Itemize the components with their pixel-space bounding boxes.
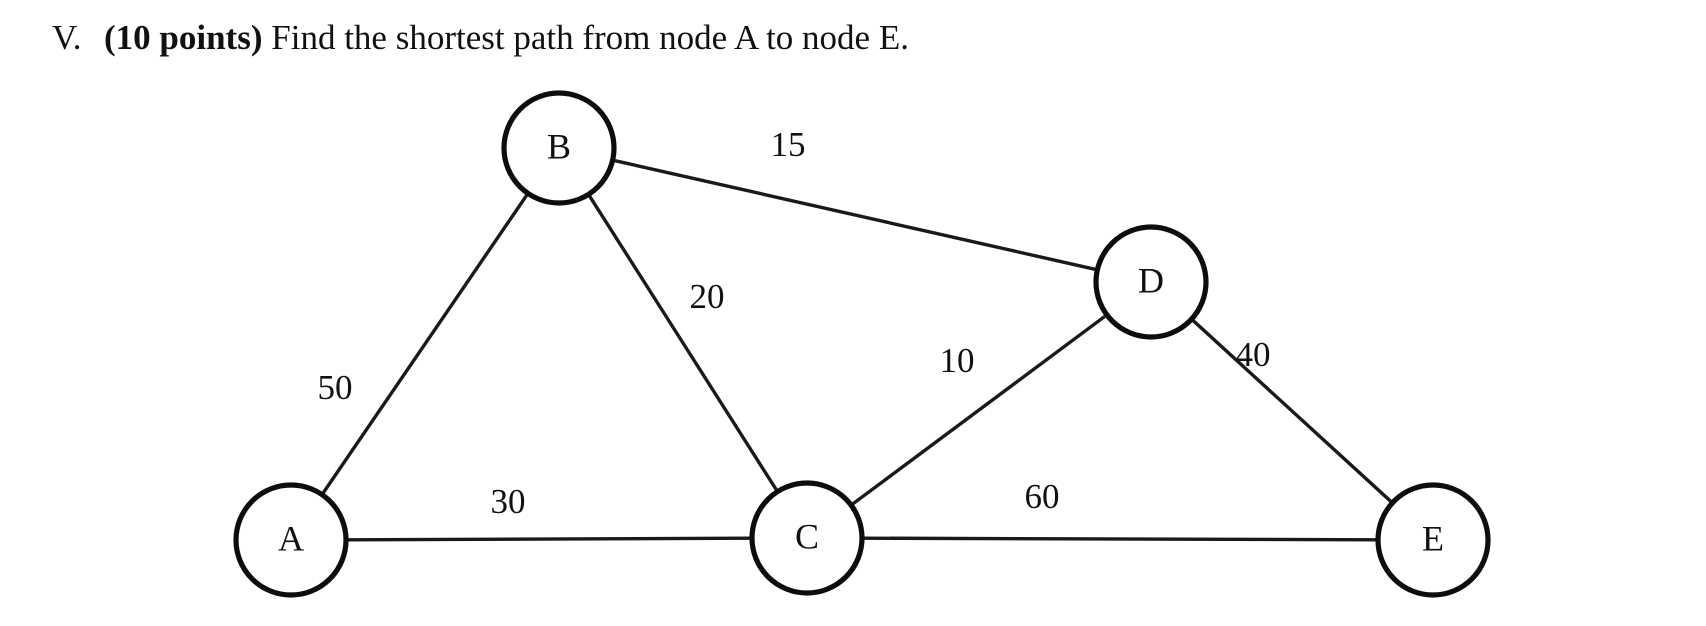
edge-weight-label-c-e: 60 [1025,477,1060,516]
node-circle-d[interactable] [1093,224,1209,340]
node-circle-e[interactable] [1375,482,1491,598]
graph-edge-c-d [850,313,1108,507]
node-circle-c[interactable] [749,480,865,596]
graph-node-d[interactable]: D [1093,224,1209,340]
graph-node-b[interactable]: B [501,90,617,206]
edge-weight-label-a-b: 50 [318,368,353,407]
edge-weight-label-c-d: 10 [940,341,975,380]
edge-weight-label-d-e: 40 [1236,335,1271,374]
node-label-c: C [795,516,819,556]
node-circle-b[interactable] [501,90,617,206]
question-number: V. [52,18,82,57]
edge-weight-label-b-c: 20 [690,277,725,316]
edge-weight-label-a-c: 30 [491,482,526,521]
graph-nodes-layer: A B C D E [233,90,1491,598]
graph-edges-layer [321,158,1394,542]
graph-node-e[interactable]: E [1375,482,1491,598]
graph-node-c[interactable]: C [749,480,865,596]
graph-edge-b-d [612,158,1098,272]
graph-edge-a-c [345,536,753,542]
node-label-a: A [278,518,304,558]
graph-edge-a-b [321,192,529,496]
node-label-e: E [1422,518,1444,558]
graph-edge-c-e [861,536,1379,542]
node-label-b: B [547,126,571,166]
node-label-d: D [1138,260,1164,300]
graph-edge-b-c [587,193,779,493]
edge-weight-label-b-d: 15 [771,125,806,164]
graph-edge-labels-layer: 50 15 20 10 40 30 60 [318,125,1271,521]
question-prompt-text: Find the shortest path from node A to no… [271,18,909,57]
question-heading: V. (10 points) Find the shortest path fro… [52,16,1652,60]
node-circle-a[interactable] [233,482,349,598]
graph-edge-d-e [1190,318,1394,504]
graph-node-a[interactable]: A [233,482,349,598]
question-points: (10 points) [104,18,263,57]
